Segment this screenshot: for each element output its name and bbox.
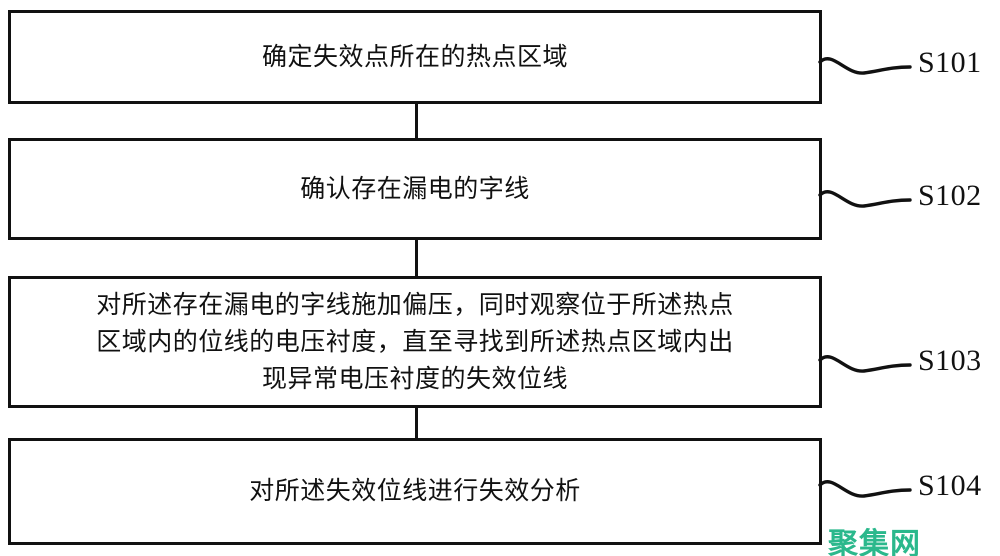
flow-step-text-s103: 对所述存在漏电的字线施加偏压，同时观察位于所述热点 区域内的位线的电压衬度，直至… [96,291,734,393]
leader-line-s103 [818,355,912,373]
leader-line-s101 [818,57,912,75]
step-label-s103: S103 [918,344,982,377]
site-watermark: 聚集网 [828,527,921,556]
flow-step-text-s102: 确认存在漏电的字线 [300,175,530,203]
connector-s101-s102 [415,104,418,138]
flow-step-box-s104[interactable]: 对所述失效位线进行失效分析 [8,438,822,545]
flow-step-text-s104: 对所述失效位线进行失效分析 [249,478,581,505]
step-label-s101: S101 [918,46,982,79]
step-label-s102: S102 [918,179,982,212]
step-label-s104: S104 [918,469,982,502]
leader-line-s104 [818,480,912,498]
flow-step-box-s103[interactable]: 对所述存在漏电的字线施加偏压，同时观察位于所述热点 区域内的位线的电压衬度，直至… [8,276,822,408]
flow-step-box-s101[interactable]: 确定失效点所在的热点区域 [8,10,822,104]
connector-s102-s103 [415,240,418,276]
connector-s103-s104 [415,408,418,438]
flow-step-box-s102[interactable]: 确认存在漏电的字线 [8,138,822,240]
leader-line-s102 [818,190,912,208]
flow-step-text-s101: 确定失效点所在的热点区域 [261,43,568,71]
